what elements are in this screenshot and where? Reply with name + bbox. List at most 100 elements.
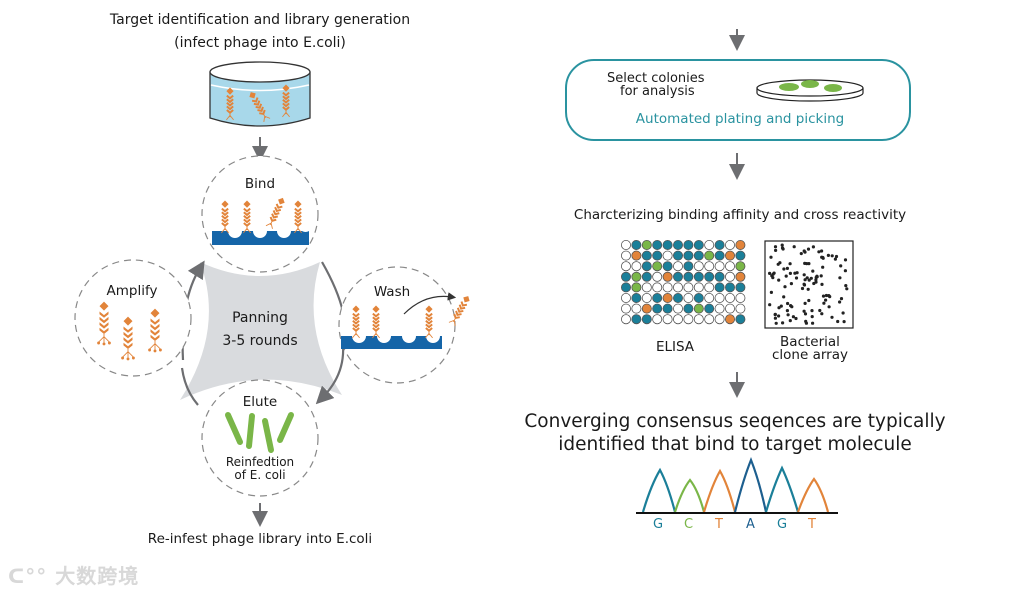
clone-dot xyxy=(780,243,784,247)
elisa-well xyxy=(652,282,663,293)
step-amplify: Amplify xyxy=(106,283,158,299)
clone-dot xyxy=(774,248,778,252)
clone-dot xyxy=(803,278,807,282)
clone-dot xyxy=(843,269,848,273)
elisa-well xyxy=(683,261,694,272)
elisa-well xyxy=(725,261,736,272)
elisa-well xyxy=(714,261,725,272)
watermark-logo-icon: ᑕ°° xyxy=(8,564,56,588)
elisa-well xyxy=(621,261,632,272)
elisa-well xyxy=(631,303,642,314)
elisa-well xyxy=(725,271,736,282)
elisa-well xyxy=(704,271,715,282)
elisa-well xyxy=(621,314,632,325)
clone-dot xyxy=(838,300,842,304)
elisa-well xyxy=(704,314,715,325)
elisa-well xyxy=(662,292,673,303)
elisa-well xyxy=(683,282,694,293)
cycle-arrow-icon xyxy=(315,344,345,405)
watermark-text: 大数跨境 xyxy=(55,566,140,588)
elute-sub-line-1: Reinfedtion xyxy=(225,455,295,469)
clone-dot xyxy=(820,249,824,253)
elisa-well xyxy=(631,271,642,282)
elisa-well xyxy=(621,271,632,282)
elisa-well xyxy=(693,303,704,314)
clone-dot xyxy=(773,316,778,320)
elisa-well xyxy=(693,250,704,261)
clone-dot xyxy=(794,276,799,280)
peak-c xyxy=(673,478,706,513)
wash-surface xyxy=(341,292,473,349)
clone-dot xyxy=(779,304,783,308)
base-letter: C xyxy=(684,517,694,532)
elisa-well xyxy=(683,314,694,325)
clone-dot xyxy=(786,313,790,317)
elisa-well xyxy=(652,292,663,303)
clone-dot xyxy=(802,282,806,286)
elisa-well xyxy=(621,282,632,293)
elisa-well xyxy=(621,250,632,261)
clone-dot xyxy=(811,269,815,273)
amplify-circle xyxy=(74,259,192,377)
petri-dish-icon xyxy=(756,79,864,102)
elisa-well xyxy=(693,314,704,325)
clone-dot xyxy=(783,285,787,289)
left-footer: Re-infest phage library into E.coli xyxy=(147,531,373,547)
base-letter: T xyxy=(715,517,723,532)
left-title: Target identification and library genera… xyxy=(60,9,460,55)
clone-dot xyxy=(802,249,806,253)
step-wash: Wash xyxy=(373,284,411,300)
clone-dot xyxy=(805,276,809,280)
clone-dot xyxy=(768,271,772,275)
clone-dot xyxy=(818,308,822,313)
clone-dot xyxy=(807,262,811,266)
elisa-well xyxy=(631,261,642,272)
peak-a xyxy=(733,457,768,513)
clone-dot xyxy=(830,254,834,258)
peak-g2 xyxy=(764,465,800,513)
clone-dot xyxy=(826,253,831,257)
elisa-well xyxy=(652,239,663,250)
elisa-well xyxy=(704,239,715,250)
clone-dot xyxy=(770,274,774,278)
clone-dot xyxy=(810,309,814,313)
clone-dot xyxy=(821,294,826,298)
elisa-well xyxy=(641,261,652,272)
elute-sub-line-2: of E. coli xyxy=(234,468,286,482)
clone-dot xyxy=(817,250,821,254)
elisa-well xyxy=(714,303,725,314)
elisa-well xyxy=(725,292,736,303)
clone-dot xyxy=(845,287,849,291)
elisa-well xyxy=(683,303,694,314)
elisa-label: ELISA xyxy=(655,339,695,355)
clone-label-line-1: Bacterial xyxy=(780,334,840,350)
clone-dot xyxy=(802,309,806,313)
clone-dot xyxy=(793,271,797,275)
clone-dot xyxy=(778,261,782,265)
clone-dot xyxy=(791,315,796,319)
clone-dots xyxy=(768,243,849,325)
elisa-well xyxy=(621,292,632,303)
clone-dot xyxy=(843,258,848,262)
elisa-well xyxy=(735,250,746,261)
panning-line-2: 3-5 rounds xyxy=(222,333,298,349)
elisa-well xyxy=(735,239,746,250)
clone-dot xyxy=(768,303,772,307)
elisa-well xyxy=(621,303,632,314)
elisa-well xyxy=(704,303,715,314)
elisa-plate xyxy=(621,239,746,325)
elisa-well xyxy=(662,250,673,261)
clone-dot xyxy=(824,298,828,302)
elisa-well xyxy=(683,292,694,303)
elisa-well xyxy=(641,250,652,261)
clone-array-box xyxy=(764,240,854,329)
elisa-well xyxy=(725,250,736,261)
elisa-well xyxy=(714,250,725,261)
clone-dot xyxy=(803,312,808,316)
clone-dot xyxy=(769,255,773,259)
clone-dot xyxy=(777,306,781,310)
base-letter: T xyxy=(808,517,816,532)
elisa-well xyxy=(714,292,725,303)
clone-dot xyxy=(820,282,824,286)
